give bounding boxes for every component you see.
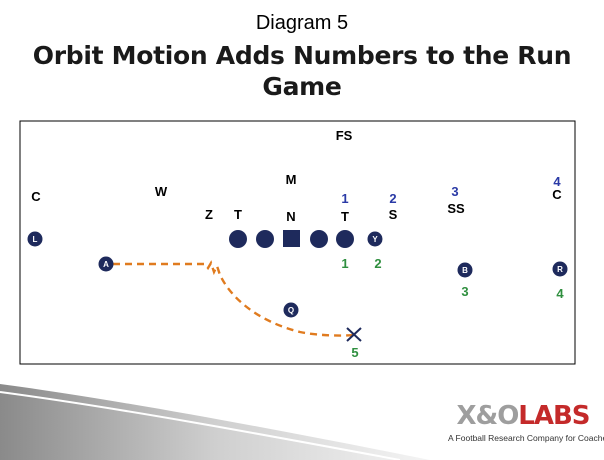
- logo-wordmark: X&OLABS: [448, 402, 598, 430]
- svg-text:R: R: [557, 265, 563, 274]
- svg-text:B: B: [462, 266, 468, 275]
- motion-end-x-icon: [346, 327, 362, 342]
- defender-count-3: 3: [451, 184, 458, 199]
- defender-c-left: C: [31, 189, 41, 204]
- corner-swoosh: [0, 384, 430, 460]
- defender-w: W: [155, 184, 168, 199]
- xo-labs-logo: X&OLABS A Football Research Company for …: [448, 402, 604, 443]
- svg-text:Q: Q: [288, 306, 294, 315]
- svg-text:A: A: [103, 260, 109, 269]
- player-b: B: [457, 262, 473, 278]
- defender-ss: SS: [447, 201, 465, 216]
- logo-xo: X&O: [456, 401, 519, 431]
- offensive-lineman: [336, 230, 354, 248]
- offense-count-4: 4: [556, 286, 564, 301]
- corner-swoosh-line: [0, 391, 401, 460]
- offensive-lineman: [256, 230, 274, 248]
- defender-m: M: [286, 172, 297, 187]
- defender-t-left: T: [234, 207, 242, 222]
- svg-text:L: L: [33, 235, 38, 244]
- offensive-lineman: [310, 230, 328, 248]
- defender-s: S: [389, 207, 398, 222]
- defender-n: N: [286, 209, 295, 224]
- offense-count-2: 2: [374, 256, 381, 271]
- center-square: [283, 230, 300, 247]
- defender-t-right: T: [341, 209, 349, 224]
- player-l: L: [27, 231, 43, 247]
- player-y: Y: [367, 231, 383, 247]
- defender-z: Z: [205, 207, 213, 222]
- player-r: R: [552, 261, 568, 277]
- defender-fs: FS: [336, 128, 353, 143]
- defender-count-4: 4: [553, 174, 561, 189]
- defender-count-2: 2: [389, 191, 396, 206]
- offense-count-1: 1: [341, 256, 348, 271]
- diagram-label: Diagram 5: [255, 12, 349, 34]
- logo-tagline: A Football Research Company for Coaches: [448, 433, 604, 443]
- offense-count-5: 5: [351, 345, 358, 360]
- svg-text:Y: Y: [372, 235, 378, 244]
- offense-count-3: 3: [461, 284, 468, 299]
- player-a: A: [98, 256, 114, 272]
- page-title: Orbit Motion Adds Numbers to the Run Gam…: [32, 41, 572, 101]
- logo-labs: LABS: [518, 401, 590, 431]
- defender-c-right: C: [552, 187, 562, 202]
- offensive-lineman: [229, 230, 247, 248]
- motion-path: [113, 260, 354, 337]
- defender-count-1: 1: [341, 191, 348, 206]
- player-q: Q: [283, 302, 299, 318]
